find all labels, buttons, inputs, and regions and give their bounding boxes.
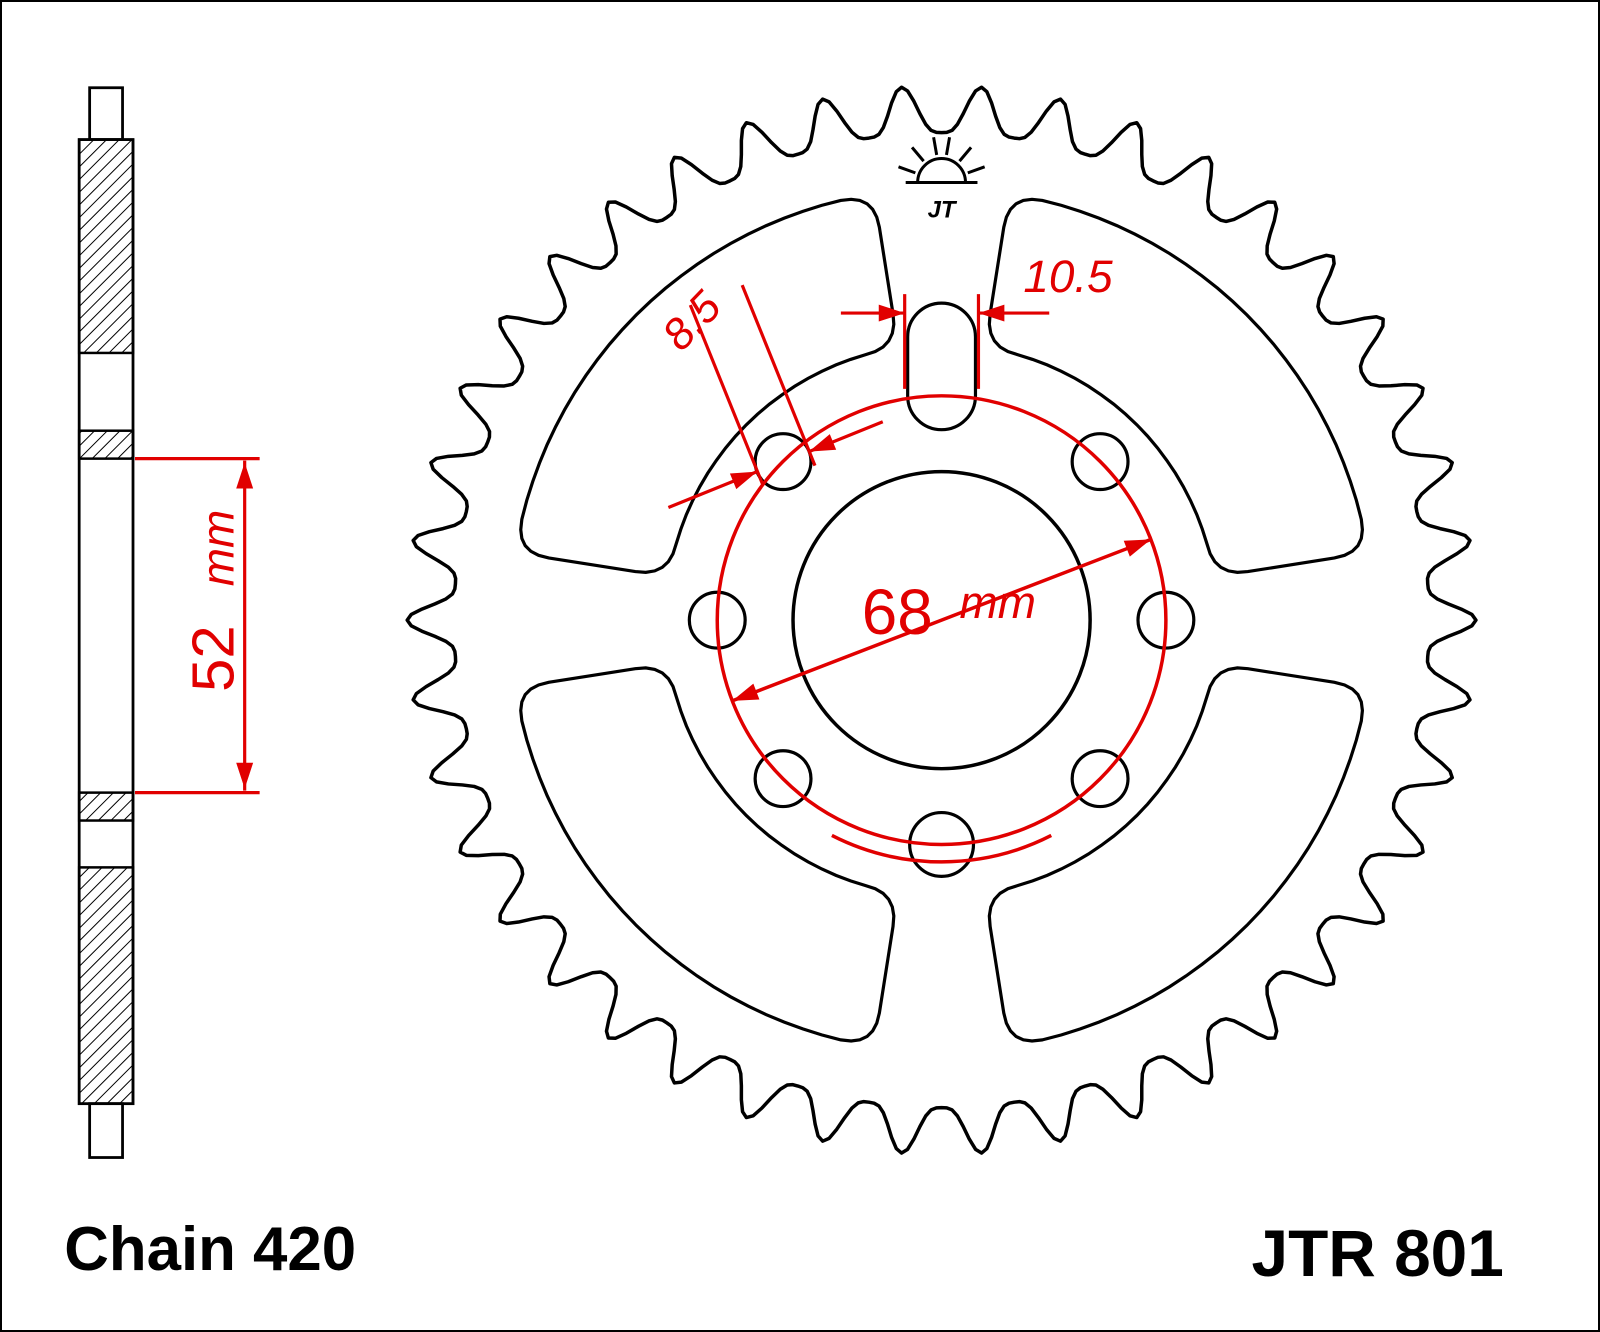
lightening-window — [519, 666, 896, 1043]
dim85-ext-2 — [740, 284, 817, 467]
dimension-arrowhead — [808, 434, 837, 452]
sun-ray — [967, 165, 986, 175]
sun-ray — [897, 165, 916, 175]
sun-ray — [910, 146, 925, 163]
dimension-arrowhead — [236, 762, 254, 789]
side-hatch-lower — [77, 866, 135, 1105]
dim-52-value: 52 — [180, 625, 247, 692]
lightening-window — [519, 197, 896, 574]
dim-52-unit: mm — [192, 510, 244, 586]
bolt-circle-68 — [715, 394, 1168, 847]
adjuster-slot — [906, 301, 978, 432]
dimension-arrowhead — [878, 304, 905, 322]
lightening-window — [987, 666, 1365, 1043]
dim85-ext-1 — [688, 304, 765, 487]
jt-logo — [897, 137, 986, 184]
sun-arc-icon — [916, 157, 967, 183]
sprocket-side-view — [77, 86, 135, 1159]
chain-size-label: Chain 420 — [64, 1215, 356, 1284]
bolt-circle-arc — [831, 833, 1053, 864]
part-number-label: JTR 801 — [1252, 1216, 1504, 1290]
dim-105-label: 10.5 — [1023, 250, 1113, 302]
side-hatch-flange-bottom — [77, 791, 135, 822]
sun-ray — [944, 137, 952, 156]
side-bottom-cap — [88, 1102, 124, 1159]
dimension-arrowhead — [236, 462, 254, 489]
dim68-diameter-line — [731, 537, 1152, 703]
dimension-arrowheads — [236, 304, 1151, 789]
sun-ray — [958, 146, 973, 163]
side-top-cap — [88, 86, 124, 141]
dimension-arrowhead — [978, 304, 1005, 322]
sun-ray — [932, 137, 939, 156]
dimension-lines — [135, 284, 1168, 864]
dimension-arrowhead — [732, 683, 760, 701]
side-hatch-upper — [77, 138, 135, 355]
dimension-arrowhead — [729, 471, 758, 490]
side-hatch-flange-top — [77, 429, 135, 460]
dimension-arrowhead — [1123, 539, 1151, 557]
dim-68-unit: mm — [960, 576, 1036, 628]
jt-logo-text: JT — [928, 196, 958, 223]
lightening-window — [987, 197, 1365, 574]
sun-rays-icon — [897, 137, 986, 175]
dim-68-value: 68 — [862, 576, 933, 648]
